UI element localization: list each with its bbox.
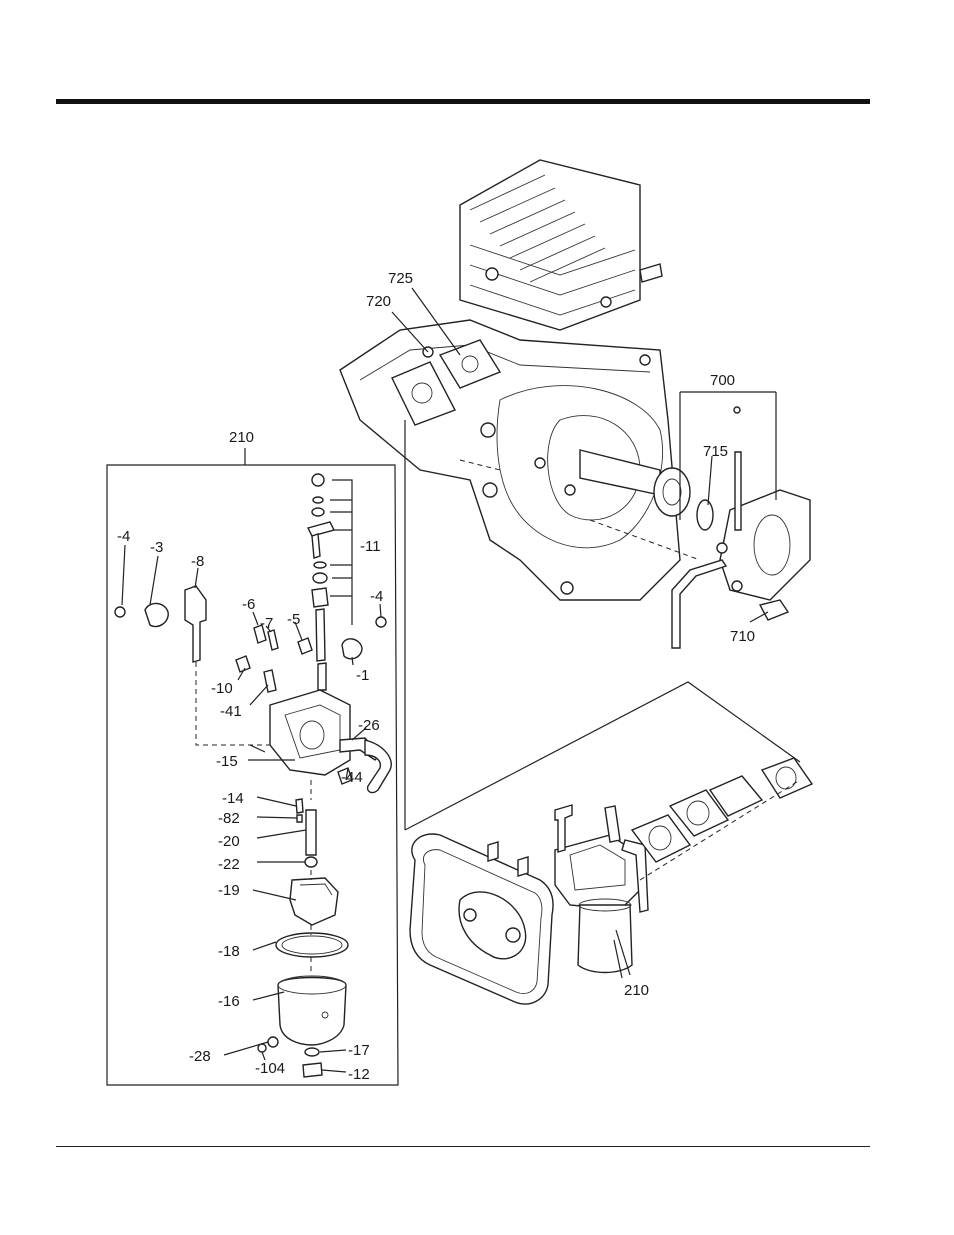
callout-17: -17 xyxy=(348,1042,370,1059)
callout-3: -3 xyxy=(150,539,163,556)
callout-19: -19 xyxy=(218,882,240,899)
callout-720: 720 xyxy=(366,293,391,310)
callout-4-right: -4 xyxy=(370,588,383,605)
callout-26: -26 xyxy=(358,717,380,734)
engine-block-illustration xyxy=(340,160,810,648)
callout-5: -5 xyxy=(287,611,300,628)
callout-715: 715 xyxy=(703,443,728,460)
callout-104: -104 xyxy=(255,1060,285,1077)
callout-16: -16 xyxy=(218,993,240,1010)
callout-700: 700 xyxy=(710,372,735,389)
callout-82: -82 xyxy=(218,810,240,827)
callout-15: -15 xyxy=(216,753,238,770)
callout-1: -1 xyxy=(356,667,369,684)
callout-210-assembly: 210 xyxy=(624,982,649,999)
callout-210-carburetor: 210 xyxy=(229,429,254,446)
callout-14: -14 xyxy=(222,790,244,807)
callout-10: -10 xyxy=(211,680,233,697)
callout-41: -41 xyxy=(220,703,242,720)
callout-4-left: -4 xyxy=(117,528,130,545)
callout-22: -22 xyxy=(218,856,240,873)
callout-710: 710 xyxy=(730,628,755,645)
callout-20: -20 xyxy=(218,833,240,850)
callout-18: -18 xyxy=(218,943,240,960)
callout-11: -11 xyxy=(360,538,381,555)
footer-rule xyxy=(56,1146,870,1147)
callout-7: -7 xyxy=(260,615,273,632)
callout-6: -6 xyxy=(242,596,255,613)
callout-8: -8 xyxy=(191,553,204,570)
callout-44: -44 xyxy=(341,769,363,786)
callout-725: 725 xyxy=(388,270,413,287)
callout-28: -28 xyxy=(189,1048,211,1065)
callout-12: -12 xyxy=(348,1066,370,1083)
